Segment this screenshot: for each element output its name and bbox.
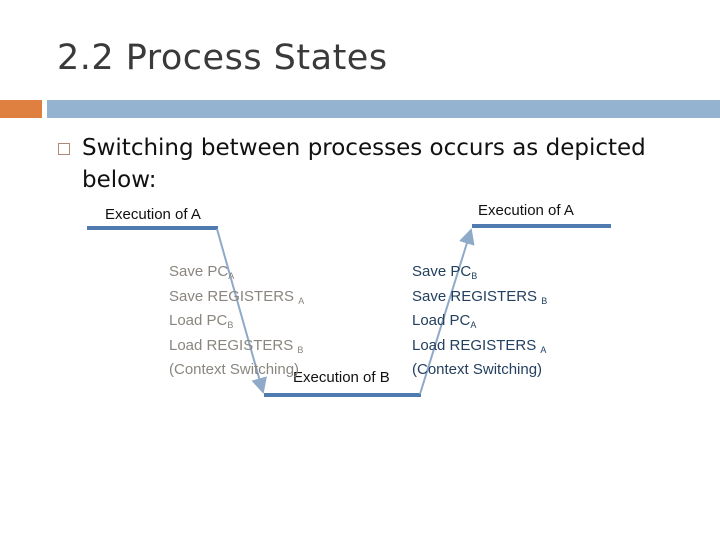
step: Save REGISTERS B bbox=[412, 287, 548, 306]
bullet-square-icon bbox=[58, 143, 70, 155]
step: Save PCA bbox=[169, 263, 235, 281]
context-switch-a-to-b-steps: Save PCA Save REGISTERS A Load PCB Load … bbox=[169, 262, 304, 380]
blue-header-bar bbox=[47, 100, 720, 118]
step: Load REGISTERS A bbox=[412, 336, 547, 355]
switch-arrow-a-to-b bbox=[216, 228, 267, 394]
label-execution-b: Execution of B bbox=[293, 369, 390, 386]
step: Load PCB bbox=[169, 312, 234, 330]
step: Save REGISTERS A bbox=[169, 287, 305, 306]
bullet-text: Switching between processes occurs as de… bbox=[82, 135, 646, 193]
step: (Context Switching) bbox=[412, 361, 543, 378]
label-execution-a-left: Execution of A bbox=[105, 206, 201, 223]
context-switch-b-to-a-steps: Save PCB Save REGISTERS B Load PCA Load … bbox=[412, 262, 547, 380]
step: Load REGISTERS B bbox=[169, 336, 304, 355]
label-execution-a-right: Execution of A bbox=[478, 202, 574, 219]
step: Load PCA bbox=[412, 312, 477, 330]
orange-accent-bar bbox=[0, 100, 42, 118]
switch-arrow-b-to-a bbox=[419, 228, 475, 395]
slide-title: 2.2 Process States bbox=[57, 38, 388, 78]
step: Save PCB bbox=[412, 263, 478, 281]
step: (Context Switching) bbox=[169, 361, 300, 378]
